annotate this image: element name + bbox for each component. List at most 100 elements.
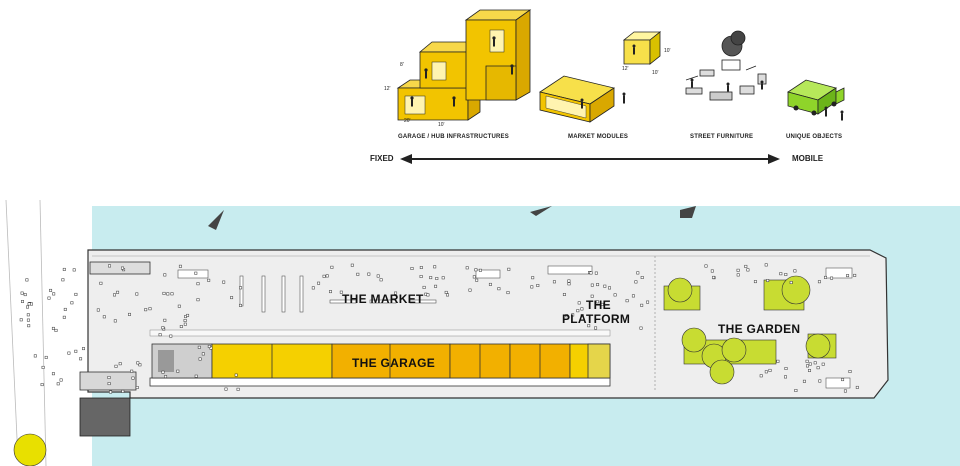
furniture-dot: [138, 363, 142, 367]
garden-plantings: [663, 275, 837, 385]
caption-unique-objects: UNIQUE OBJECTS: [786, 134, 843, 140]
furniture-dot: [70, 301, 74, 305]
furniture-dot: [779, 272, 783, 276]
furniture-dot: [613, 293, 617, 297]
furniture-dot: [164, 375, 168, 379]
furniture-dot: [317, 281, 321, 285]
furniture-dot: [848, 370, 852, 373]
furniture-dot: [634, 280, 638, 284]
furniture-dot: [207, 278, 211, 282]
furniture-dot: [162, 291, 166, 295]
zone-platform-label-1: THE: [586, 298, 611, 312]
hub-depth-dimension: 20': [404, 118, 411, 124]
furniture-dot: [161, 370, 165, 374]
hub-height-dimension: 12': [384, 86, 391, 92]
furniture-dot: [121, 389, 125, 393]
furniture-dot: [590, 283, 594, 287]
furniture-dot: [62, 315, 66, 319]
furniture-dot: [426, 293, 430, 297]
furniture-dot: [26, 305, 29, 309]
furniture-dot: [224, 387, 228, 391]
furniture-dot: [594, 271, 598, 275]
furniture-dot: [587, 324, 591, 328]
furniture-dot: [631, 294, 635, 298]
furniture-dot: [198, 357, 202, 361]
furniture-dot: [475, 278, 479, 282]
furniture-dot: [571, 313, 575, 317]
furniture-dot: [567, 282, 571, 286]
furniture-dot: [562, 293, 566, 296]
furniture-dot: [169, 334, 173, 338]
fixed-mobile-arrow: [400, 154, 780, 164]
furniture-dot: [710, 269, 714, 273]
furniture-dot: [163, 273, 167, 277]
furniture-dot: [178, 264, 182, 268]
furniture-dot: [813, 361, 817, 365]
furniture-dot: [183, 319, 187, 322]
furniture-dot: [636, 271, 640, 275]
furniture-dot: [603, 284, 607, 288]
furniture-dot: [608, 286, 611, 290]
furniture-dot: [444, 290, 448, 294]
furniture-dot: [794, 389, 798, 392]
furniture-dot: [194, 374, 198, 378]
furniture-dot: [239, 303, 242, 307]
furniture-dot: [565, 314, 569, 318]
furniture-dot: [79, 357, 83, 361]
furniture-dot: [429, 276, 433, 280]
furniture-dot: [329, 290, 332, 294]
furniture-dot: [507, 267, 511, 271]
furniture-dot: [161, 326, 165, 330]
furniture-dot: [72, 268, 76, 272]
furniture-dot: [821, 362, 825, 366]
furniture-dot: [209, 346, 213, 350]
furniture-dot: [736, 268, 740, 272]
furniture-dot: [552, 280, 556, 284]
furniture-dot: [422, 285, 426, 289]
furniture-dot: [846, 274, 850, 278]
hub-top-dimension: 8': [400, 62, 404, 68]
zone-garden-label: THE GARDEN: [718, 322, 801, 336]
furniture-dot: [40, 383, 44, 387]
furniture-dot: [596, 283, 600, 287]
furniture-dot: [107, 376, 111, 379]
furniture-dot: [113, 319, 117, 323]
furniture-dot: [26, 318, 30, 322]
zone-market-label: THE MARKET: [342, 292, 424, 306]
furniture-dot: [805, 359, 809, 363]
furniture-dot: [712, 275, 716, 279]
furniture-dot: [239, 286, 243, 290]
furniture-dot: [52, 292, 56, 296]
furniture-dot: [74, 292, 78, 296]
gangway: [79, 397, 131, 437]
furniture-dot: [102, 315, 106, 319]
furniture-dot: [472, 275, 476, 279]
furniture-dot: [818, 379, 822, 383]
boats: [208, 206, 696, 230]
furniture-dot: [768, 368, 772, 372]
furniture-dot: [465, 266, 469, 270]
furniture-dot: [824, 275, 827, 279]
furniture-dot: [435, 277, 439, 280]
tree: [13, 433, 47, 466]
furniture-dot: [639, 326, 643, 330]
caption-garage-hub: GARAGE / HUB INFRASTRUCTURES: [398, 134, 509, 140]
furniture-dot: [144, 308, 148, 312]
furniture-dot: [20, 291, 24, 295]
furniture-dot: [118, 362, 122, 366]
furniture-dot: [25, 278, 29, 282]
furniture-dot: [802, 379, 806, 383]
furniture-dot: [536, 284, 540, 287]
hub-width-dimension: 10': [438, 122, 445, 128]
furniture-dot: [196, 298, 200, 302]
food-truck-illustration: [787, 79, 845, 121]
furniture-dot: [764, 370, 768, 374]
furniture-dot: [54, 328, 58, 332]
furniture-dot: [63, 307, 67, 311]
module-width-dimension: 12': [622, 66, 629, 72]
furniture-dot: [474, 268, 478, 272]
furniture-dot: [441, 276, 445, 280]
furniture-dot: [419, 275, 423, 278]
market-stalls: [177, 265, 853, 389]
furniture-dot: [62, 267, 66, 271]
